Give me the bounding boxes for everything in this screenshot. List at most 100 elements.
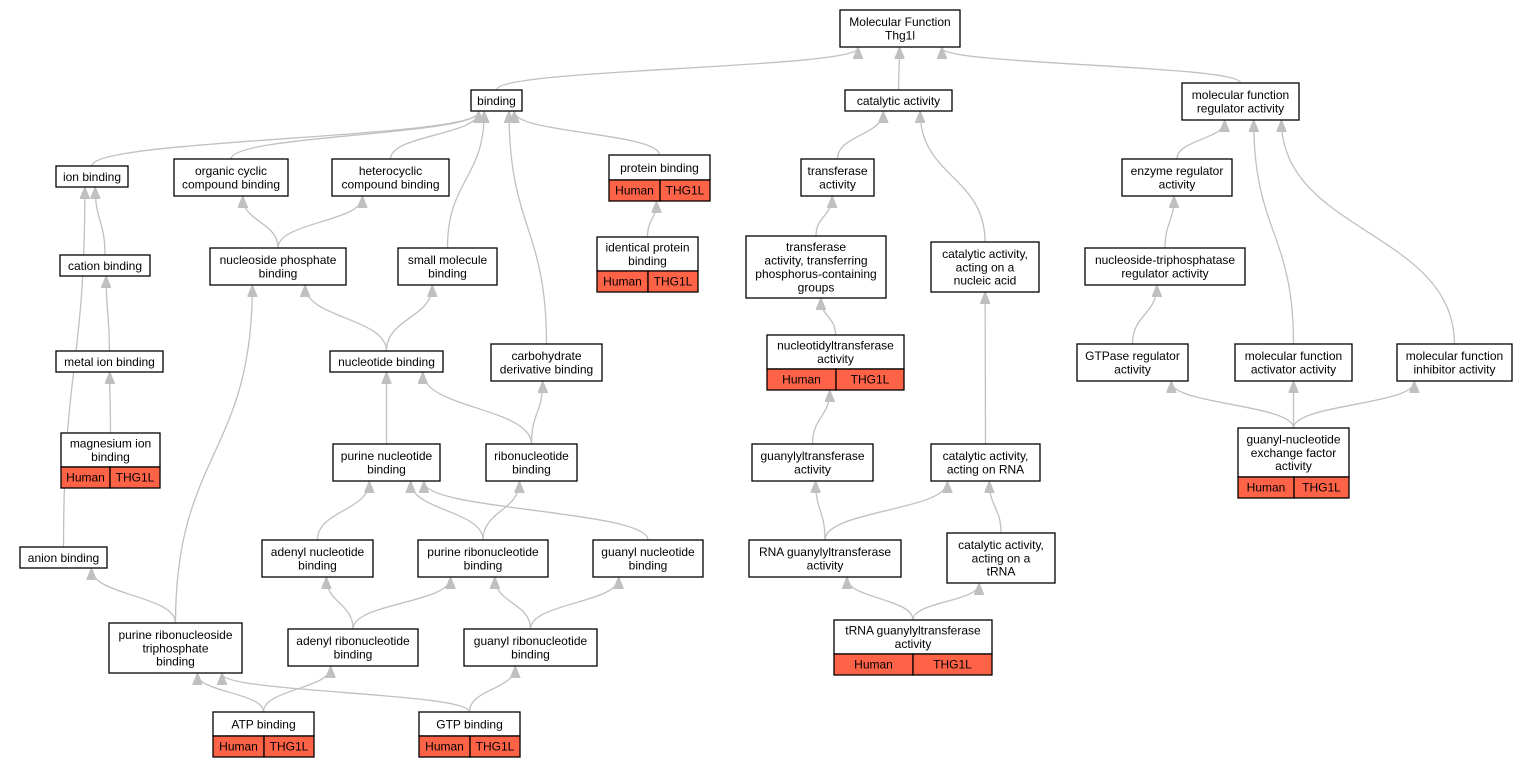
node-label: acting on a [956, 260, 1015, 274]
go-term-node[interactable]: anion binding [19, 546, 108, 569]
species-label: Human [425, 740, 464, 754]
is-a-edge [316, 482, 370, 541]
species-label: Human [854, 658, 893, 672]
go-term-node[interactable]: catalytic activity [844, 89, 953, 112]
go-term-node[interactable]: binding [470, 89, 523, 112]
is-a-edge [243, 197, 279, 249]
node-label: compound binding [182, 178, 280, 192]
is-a-edge [811, 391, 830, 445]
go-term-node[interactable]: metal ion binding [55, 350, 164, 373]
node-label: small molecule [408, 253, 488, 267]
node-label: GTPase regulator [1085, 349, 1180, 363]
node-label: inhibitor activity [1413, 363, 1495, 377]
node-label: nucleic acid [954, 274, 1017, 288]
node-label: phosphorus-containing [755, 267, 876, 281]
node-box [332, 443, 441, 482]
go-term-node[interactable]: nucleotide binding [329, 350, 444, 373]
node-label: catalytic activity, [943, 449, 1029, 463]
gene-label: THG1L [1302, 481, 1341, 495]
gene-badge [835, 368, 905, 391]
go-term-node[interactable]: ion binding [55, 165, 129, 188]
node-box [839, 9, 961, 48]
node-label: purine ribonucleoside [118, 628, 232, 642]
is-a-edge [222, 674, 471, 713]
node-label: guanyl-nucleotide [1246, 432, 1340, 446]
node-box [287, 628, 419, 667]
node-label: binding [334, 648, 373, 662]
go-term-node[interactable]: cation binding [59, 254, 151, 277]
is-a-edge [495, 48, 859, 91]
is-a-edge [482, 482, 519, 541]
is-a-edge [198, 674, 265, 713]
is-a-edge [912, 584, 979, 621]
node-label: compound binding [341, 178, 439, 192]
node-label: identical protein [605, 241, 689, 255]
node-box [329, 350, 444, 373]
edge-layer [62, 48, 1456, 713]
node-label: organic cyclic [195, 164, 267, 178]
node-label: binding [367, 463, 406, 477]
node-label: guanyl ribonucleotide [474, 634, 588, 648]
is-a-edge [389, 112, 479, 160]
go-term-node[interactable]: catalytic activity,acting on RNA [930, 443, 1041, 482]
is-a-edge [529, 578, 619, 630]
gene-label: THG1L [270, 740, 309, 754]
node-label: activity [817, 352, 854, 366]
node-box [261, 539, 374, 578]
is-a-edge [989, 482, 1002, 534]
node-label: adenyl nucleotide [271, 545, 365, 559]
node-label: Molecular Function [849, 15, 950, 29]
node-label: tRNA guanylyltransferase [845, 624, 981, 638]
is-a-edge [816, 482, 826, 541]
node-label: metal ion binding [64, 355, 155, 369]
node-box [55, 165, 129, 188]
node-label: nucleotidyltransferase [777, 339, 894, 353]
node-box [844, 89, 953, 112]
node-box [209, 247, 347, 286]
node-box [60, 432, 161, 468]
is-a-edge [920, 112, 986, 243]
node-label: nucleotide binding [338, 355, 435, 369]
node-label: guanylyltransferase [760, 449, 864, 463]
gene-badge [263, 735, 315, 758]
node-label: binding [512, 463, 551, 477]
node-box [331, 158, 450, 197]
is-a-edge [1281, 121, 1456, 345]
node-label: groups [798, 280, 835, 294]
node-box [19, 546, 108, 569]
